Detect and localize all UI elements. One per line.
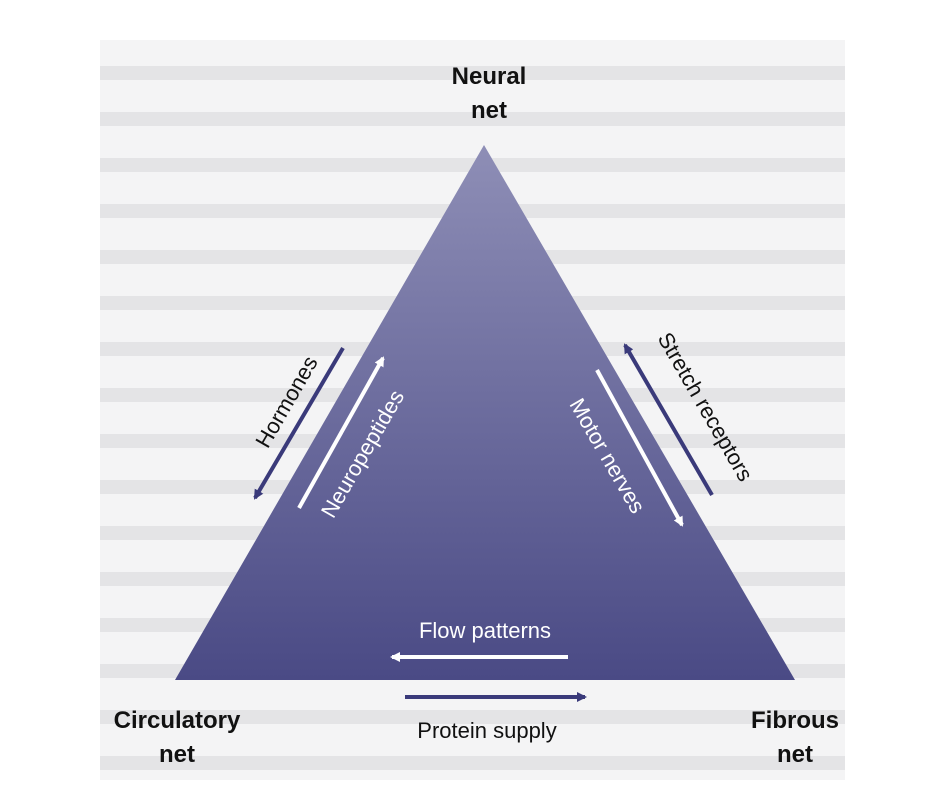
fibrous-net-text: Fibrous net <box>751 707 839 768</box>
circulatory-net-label: Circulatory net <box>92 704 262 772</box>
hormones-arrow <box>253 346 345 500</box>
motor-nerves-arrow <box>595 369 684 527</box>
circulatory-net-text: Circulatory net <box>113 707 241 768</box>
stretch-receptors-arrow <box>623 343 714 497</box>
triangle-shape <box>175 145 795 680</box>
neural-net-text: Neural net <box>451 63 527 124</box>
neuropeptides-arrow <box>297 356 385 509</box>
flow-patterns-label: Flow patterns <box>418 618 552 643</box>
neural-net-label: Neural net <box>414 60 564 128</box>
fibrous-net-label: Fibrous net <box>730 704 860 772</box>
protein-supply-label: Protein supply <box>417 718 557 743</box>
